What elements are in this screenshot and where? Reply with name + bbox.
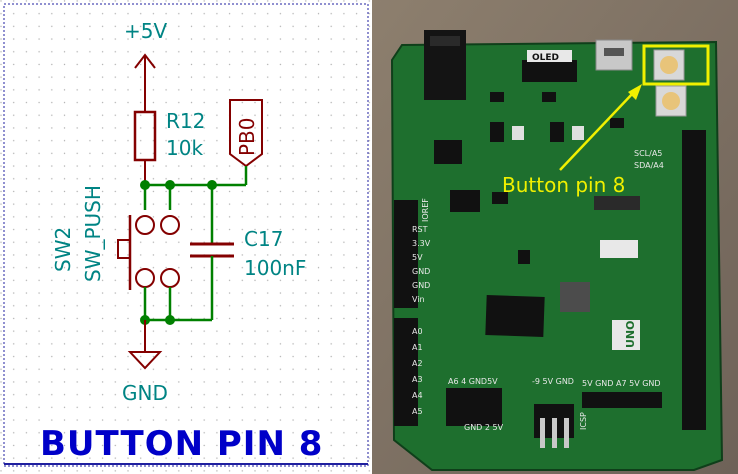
ground-label: GND <box>122 381 168 405</box>
uno-badge <box>612 320 640 350</box>
annotation-arrow-head <box>628 84 642 100</box>
push-button-bottom <box>655 85 687 117</box>
pcb-board <box>390 40 724 471</box>
board-photo: OLED UNO SCL/A5 SDA/A4 <box>372 0 738 474</box>
microcontroller-chip <box>485 295 545 337</box>
left-silk-labels: IOREF RST 3.3V 5V GND GND Vin A0 A1 A2 A… <box>412 198 431 416</box>
silk-gnd-1: GND <box>412 267 430 276</box>
wires-bottom <box>143 256 214 322</box>
silk-a4: A4 <box>412 391 423 400</box>
schematic-drawing: +5V R12 10k PB0 SW2 SW_PUSH C17 100nF <box>0 0 372 474</box>
silk-vin: Vin <box>412 295 425 304</box>
schematic-title: BUTTON PIN 8 <box>40 424 323 464</box>
junction-dots-top <box>140 180 217 190</box>
silk-oled: OLED <box>532 53 559 63</box>
silk-gnd-2: GND <box>412 281 430 290</box>
icsp-pins <box>540 418 569 448</box>
power-header <box>394 200 418 308</box>
power-symbol-5v <box>134 53 156 112</box>
silk-ioref: IOREF <box>421 198 430 222</box>
sheet-frame <box>3 3 369 467</box>
analog-header <box>394 318 418 426</box>
bottom-header-left <box>446 388 502 426</box>
resistor-ref: R12 <box>166 109 205 133</box>
oled-header <box>522 60 577 82</box>
switch-type: SW_PUSH <box>81 185 105 282</box>
push-button-top <box>653 49 685 81</box>
power-label: +5V <box>124 19 167 43</box>
ground-symbol <box>127 320 163 370</box>
silk-bottom-1: A6 4 GND5V <box>448 377 498 386</box>
switch-sw2 <box>117 215 180 290</box>
silk-a2: A2 <box>412 359 423 368</box>
silk-a1: A1 <box>412 343 423 352</box>
silk-bottom-2: -9 5V GND <box>532 377 574 386</box>
silk-rst: RST <box>412 225 428 234</box>
silk-gnd2: GND 2 5V <box>464 423 504 432</box>
silk-a5: A5 <box>412 407 423 416</box>
bottom-header-mid <box>582 392 662 408</box>
dc-jack <box>424 30 466 100</box>
cap-value: 100nF <box>244 256 306 280</box>
svg-text:PB0: PB0 <box>235 117 259 156</box>
silk-scl: SCL/A5 <box>634 149 662 158</box>
smd-components <box>434 92 640 312</box>
silk-uno: UNO <box>624 321 637 349</box>
net-label-pb0: PB0 <box>229 99 263 168</box>
annotation-arrow-line <box>559 91 635 171</box>
annotation-label: Button pin 8 <box>502 173 625 197</box>
silk-5v: 5V <box>412 253 423 262</box>
silk-3v3: 3.3V <box>412 239 431 248</box>
board-photo-drawing: OLED UNO SCL/A5 SDA/A4 <box>372 0 738 474</box>
silk-bottom-3: 5V GND A7 5V GND <box>582 379 661 388</box>
silk-icsp: ICSP <box>579 412 588 430</box>
cap-ref: C17 <box>244 227 283 251</box>
button-highlight-box <box>642 44 710 86</box>
wires-top <box>143 166 248 244</box>
digital-header <box>682 130 706 430</box>
resistor-value: 10k <box>166 136 203 160</box>
silk-sda: SDA/A4 <box>634 161 664 170</box>
silk-a3: A3 <box>412 375 423 384</box>
silk-logo-area <box>600 240 638 258</box>
silk-a0: A0 <box>412 327 423 336</box>
switch-ref: SW2 <box>51 227 75 272</box>
schematic-panel: +5V R12 10k PB0 SW2 SW_PUSH C17 100nF <box>0 0 372 474</box>
